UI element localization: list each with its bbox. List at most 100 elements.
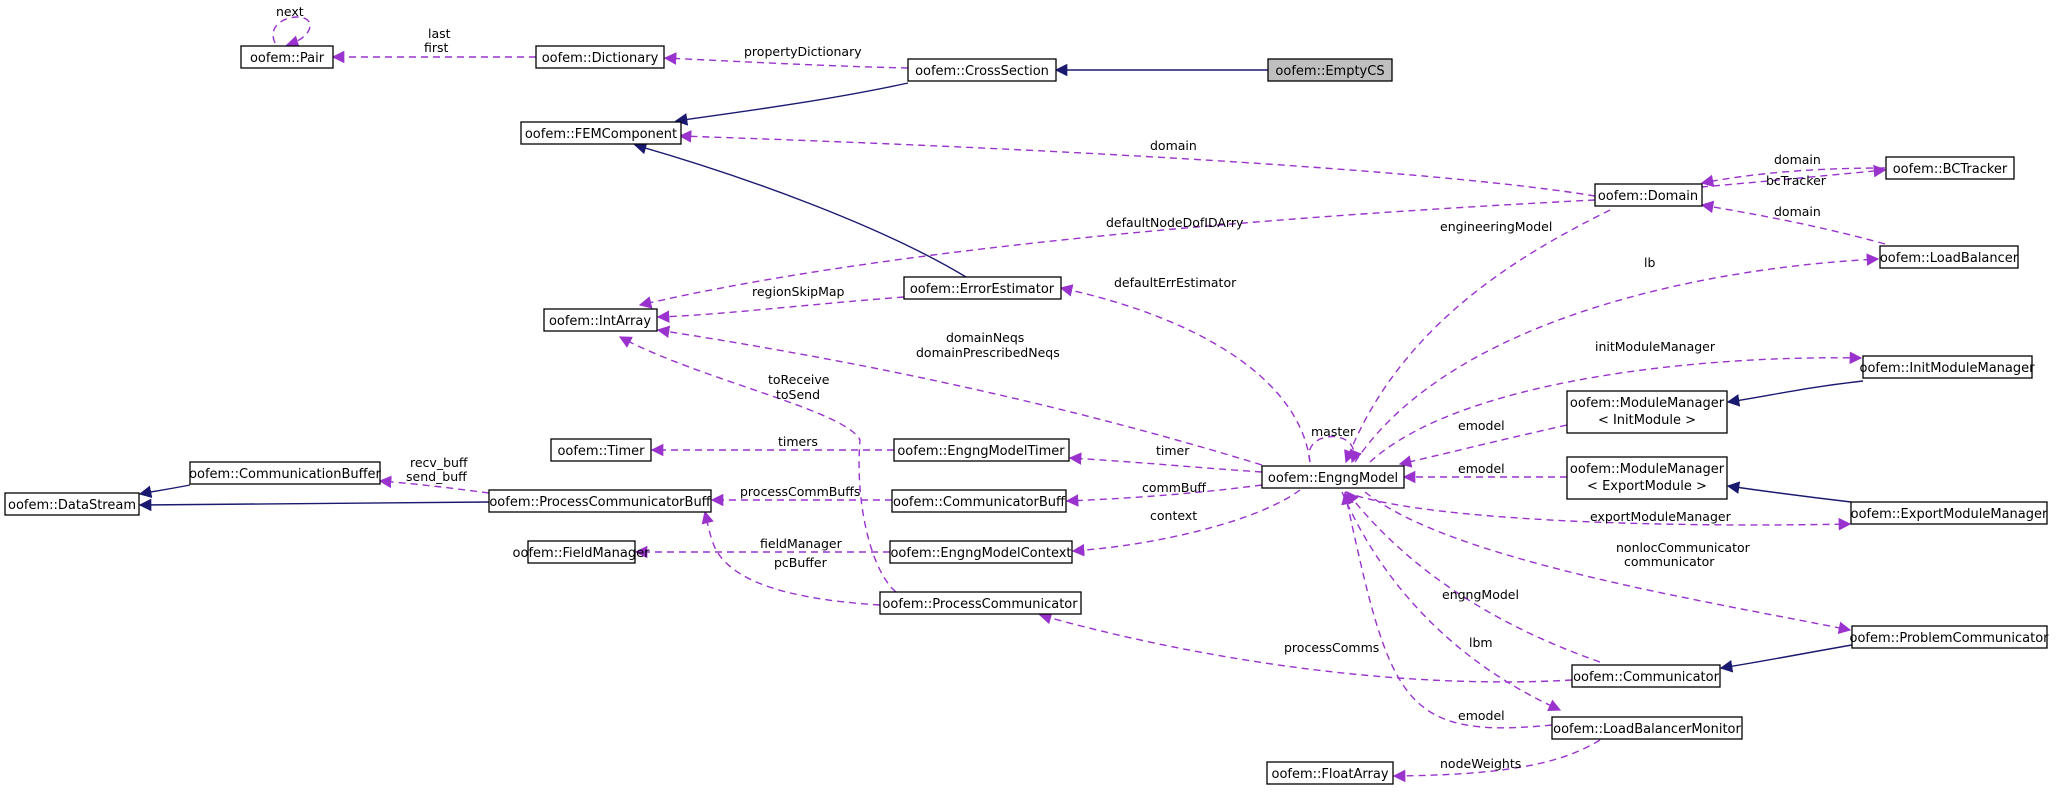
svg-text:oofem::FEMComponent: oofem::FEMComponent <box>525 127 677 142</box>
edge-engngmodel-to-exportmodulemanager <box>1344 491 1852 531</box>
node-floatarray[interactable]: oofem::FloatArray <box>1266 761 1394 785</box>
label-engineeringModel: engineeringModel <box>1440 219 1552 234</box>
edge-crosssection-to-femcomponent <box>674 82 909 126</box>
edge-loadbalancer-to-domain <box>1700 200 1886 245</box>
edge-communicationbuffer-to-datastream <box>138 484 191 498</box>
label-communicator: communicator <box>1624 554 1715 569</box>
edge-loadbalancermonitor-to-floatarray <box>1392 739 1601 783</box>
label-nodeWeights: nodeWeights <box>1440 756 1521 771</box>
node-modulemanager-export[interactable]: oofem::ModuleManager < ExportModule > <box>1566 456 1728 500</box>
svg-text:oofem::ProcessCommunicatorBuff: oofem::ProcessCommunicatorBuff <box>489 495 711 510</box>
node-communicationbuffer[interactable]: oofem::CommunicationBuffer <box>189 461 382 485</box>
svg-text:oofem::BCTracker: oofem::BCTracker <box>1893 162 2008 177</box>
label-commBuff: commBuff <box>1142 480 1206 495</box>
label-last: last <box>428 26 451 41</box>
edge-domain-to-engngmodel <box>1344 209 1611 464</box>
label-domainNeqs: domainNeqs <box>946 330 1024 345</box>
node-initmodulemanager[interactable]: oofem::InitModuleManager <box>1860 355 2036 379</box>
svg-text:oofem::EngngModel: oofem::EngngModel <box>1268 471 1398 486</box>
svg-text:oofem::ModuleManager: oofem::ModuleManager <box>1570 462 1725 477</box>
edge-errorestimator-to-femcomponent <box>633 142 967 278</box>
label-timer: timer <box>1156 443 1190 458</box>
node-processcommunicator[interactable]: oofem::ProcessCommunicator <box>879 591 1082 615</box>
label-domain-lb: domain <box>1774 204 1821 219</box>
label-toSend: toSend <box>776 387 820 402</box>
node-pair[interactable]: oofem::Pair <box>240 45 334 69</box>
edge-processcommunicator-to-intarray <box>618 336 897 593</box>
label-emodel-export: emodel <box>1458 461 1505 476</box>
label-initModuleManager: initModuleManager <box>1595 339 1716 354</box>
svg-text:oofem::ErrorEstimator: oofem::ErrorEstimator <box>910 282 1055 297</box>
label-timers: timers <box>778 434 818 449</box>
label-toReceive: toReceive <box>768 372 830 387</box>
node-problemcommunicator[interactable]: oofem::ProblemCommunicator <box>1849 625 2049 649</box>
label-regionSkipMap: regionSkipMap <box>752 284 845 299</box>
svg-text:oofem::EngngModelTimer: oofem::EngngModelTimer <box>897 444 1065 459</box>
edge-communicator-to-engngmodel <box>1346 491 1601 663</box>
node-engngmodel[interactable]: oofem::EngngModel <box>1261 465 1405 489</box>
label-nonlocCommunicator: nonlocCommunicator <box>1616 540 1751 555</box>
edge-problemcommunicator-to-communicator <box>1719 644 1853 673</box>
node-loadbalancer[interactable]: oofem::LoadBalancer <box>1879 245 2019 269</box>
label-master: master <box>1311 424 1356 439</box>
label-send_buff: send_buff <box>406 469 467 484</box>
node-bctracker[interactable]: oofem::BCTracker <box>1885 156 2015 180</box>
edge-engngmodel-master <box>1308 435 1362 464</box>
node-communicator[interactable]: oofem::Communicator <box>1571 664 1721 688</box>
edge-crosssection-to-dictionary <box>663 52 909 69</box>
node-errorestimator[interactable]: oofem::ErrorEstimator <box>903 276 1062 300</box>
node-processcommunicatorbuff[interactable]: oofem::ProcessCommunicatorBuff <box>488 489 712 513</box>
edge-domain-to-bctracker <box>1700 164 1887 188</box>
node-communicatorbuff[interactable]: oofem::CommunicatorBuff <box>891 489 1067 513</box>
label-first: first <box>424 40 449 55</box>
node-domain[interactable]: oofem::Domain <box>1594 183 1703 207</box>
svg-text:oofem::EngngModelContext: oofem::EngngModelContext <box>890 546 1071 561</box>
svg-text:oofem::ProcessCommunicator: oofem::ProcessCommunicator <box>882 597 1078 612</box>
node-timer[interactable]: oofem::Timer <box>550 438 652 462</box>
edge-engngmodel-to-initmodulemanager <box>1369 351 1863 463</box>
edge-communicator-to-processcommunicator <box>1038 612 1573 683</box>
svg-text:oofem::Dictionary: oofem::Dictionary <box>542 51 659 66</box>
edge-modulemanager-init-to-engngmodel <box>1398 424 1568 468</box>
svg-text:oofem::IntArray: oofem::IntArray <box>549 314 651 329</box>
label-defaultNodeDofIDArry: defaultNodeDofIDArry <box>1106 215 1244 230</box>
edge-processcommunicatorbuff-to-datastream <box>138 498 490 512</box>
label-next: next <box>276 4 304 19</box>
edge-errorestimator-to-intarray <box>656 296 905 323</box>
node-intarray[interactable]: oofem::IntArray <box>543 308 658 332</box>
edge-labels: next last first propertyDictionary domai… <box>276 4 1827 771</box>
node-exportmodulemanager[interactable]: oofem::ExportModuleManager <box>1850 501 2048 525</box>
edge-initmodulemanager-to-modulemanager-init <box>1726 380 1864 407</box>
node-engngmodelcontext[interactable]: oofem::EngngModelContext <box>889 540 1073 564</box>
label-lb: lb <box>1644 255 1655 270</box>
node-femcomponent[interactable]: oofem::FEMComponent <box>520 121 682 145</box>
label-context: context <box>1150 508 1197 523</box>
svg-text:oofem::LoadBalancer: oofem::LoadBalancer <box>1880 251 2019 266</box>
label-recv_buff: recv_buff <box>410 455 468 470</box>
svg-text:oofem::Communicator: oofem::Communicator <box>1573 670 1720 685</box>
svg-text:oofem::DataStream: oofem::DataStream <box>8 498 136 513</box>
svg-text:oofem::ModuleManager: oofem::ModuleManager <box>1570 396 1725 411</box>
edge-domain-to-femcomponent <box>678 130 1596 197</box>
svg-text:oofem::Domain: oofem::Domain <box>1598 189 1698 204</box>
node-datastream[interactable]: oofem::DataStream <box>4 492 140 516</box>
svg-text:oofem::FloatArray: oofem::FloatArray <box>1271 767 1388 782</box>
node-loadbalancermonitor[interactable]: oofem::LoadBalancerMonitor <box>1551 716 1743 740</box>
node-emptycs[interactable]: oofem::EmptyCS <box>1267 58 1393 82</box>
node-fieldmanager[interactable]: oofem::FieldManager <box>513 540 651 564</box>
node-crosssection[interactable]: oofem::CrossSection <box>907 58 1057 82</box>
label-domain-bc: domain <box>1774 152 1821 167</box>
svg-text:oofem::CrossSection: oofem::CrossSection <box>915 64 1049 79</box>
label-emodel-lbm: emodel <box>1458 708 1505 723</box>
edge-exportmodulemanager-to-modulemanager-export <box>1726 481 1852 503</box>
svg-text:oofem::LoadBalancerMonitor: oofem::LoadBalancerMonitor <box>1553 722 1741 737</box>
node-modulemanager-init[interactable]: oofem::ModuleManager < InitModule > <box>1566 390 1728 434</box>
label-pcBuffer: pcBuffer <box>774 555 828 570</box>
label-defaultErrEstimator: defaultErrEstimator <box>1114 275 1237 290</box>
label-lbm: lbm <box>1469 635 1493 650</box>
label-processCommBuffs: processCommBuffs <box>740 484 860 499</box>
label-propertyDictionary: propertyDictionary <box>744 44 862 59</box>
node-engngmodeltimer[interactable]: oofem::EngngModelTimer <box>893 438 1070 462</box>
node-dictionary[interactable]: oofem::Dictionary <box>535 45 665 69</box>
